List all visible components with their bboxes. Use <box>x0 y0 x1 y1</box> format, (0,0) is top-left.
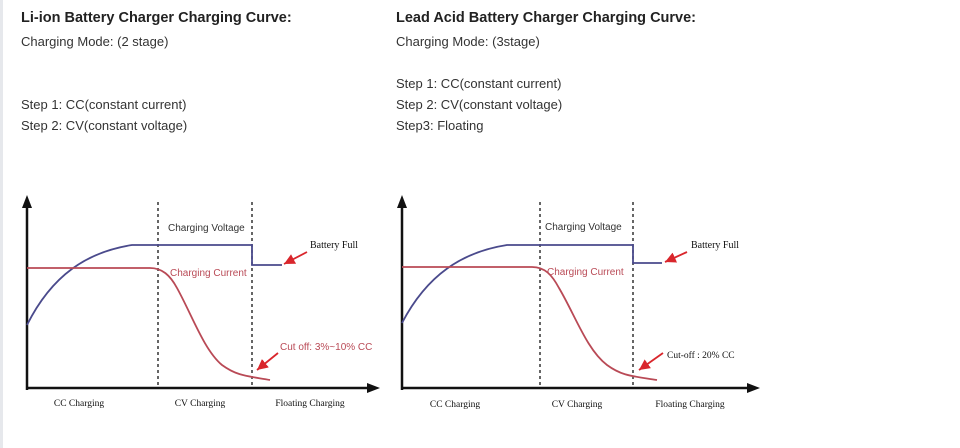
x-label-cv: CV Charging <box>552 400 603 410</box>
lead-acid-mode: Charging Mode: (3stage) <box>396 34 540 49</box>
lead-acid-step-2: Step 2: CV(constant voltage) <box>396 97 563 112</box>
series-label-current: Charging Current <box>547 267 624 278</box>
x-label-cc: CC Charging <box>430 400 480 410</box>
li-ion-title: Li-ion Battery Charger Charging Curve: <box>21 10 292 26</box>
x-axis-arrow-icon <box>367 383 380 393</box>
y-axis-arrow-icon <box>22 195 32 208</box>
arrow-cut-off <box>256 352 279 371</box>
li-ion-step-2: Step 2: CV(constant voltage) <box>21 118 188 133</box>
series-label-voltage: Charging Voltage <box>168 223 245 234</box>
annotation-battery-full: Battery Full <box>310 240 358 251</box>
x-axis-arrow-icon <box>747 383 760 393</box>
left-border <box>0 0 3 448</box>
annotation-cut-off: Cut-off : 20% CC <box>667 350 735 361</box>
series-label-current: Charging Current <box>170 268 247 279</box>
annotation-battery-full: Battery Full <box>691 240 739 251</box>
lead-acid-step-1: Step 1: CC(constant current) <box>396 76 562 91</box>
li-ion-step-1: Step 1: CC(constant current) <box>21 97 187 112</box>
lead-acid-chart: Charging Voltage Charging Current Batter… <box>387 190 767 420</box>
x-label-floating: Floating Charging <box>655 400 724 410</box>
arrow-cut-off <box>638 352 664 371</box>
series-charging-current <box>402 266 658 381</box>
x-label-floating: Floating Charging <box>275 399 344 409</box>
annotation-cut-off: Cut off: 3%~10% CC <box>280 342 372 353</box>
lead-acid-title: Lead Acid Battery Charger Charging Curve… <box>396 10 696 26</box>
x-label-cc: CC Charging <box>54 399 104 409</box>
y-axis-arrow-icon <box>397 195 407 208</box>
li-ion-mode: Charging Mode: (2 stage) <box>21 34 169 49</box>
series-label-voltage: Charging Voltage <box>545 222 622 233</box>
li-ion-chart: Charging Voltage Charging Current Batter… <box>12 190 387 420</box>
series-charging-voltage <box>401 244 662 324</box>
series-charging-voltage <box>26 244 282 326</box>
series-charging-current <box>27 267 271 381</box>
arrow-battery-full <box>664 251 688 263</box>
x-label-cv: CV Charging <box>175 399 226 409</box>
arrow-battery-full <box>283 251 308 265</box>
lead-acid-step-3: Step3: Floating <box>396 118 484 133</box>
